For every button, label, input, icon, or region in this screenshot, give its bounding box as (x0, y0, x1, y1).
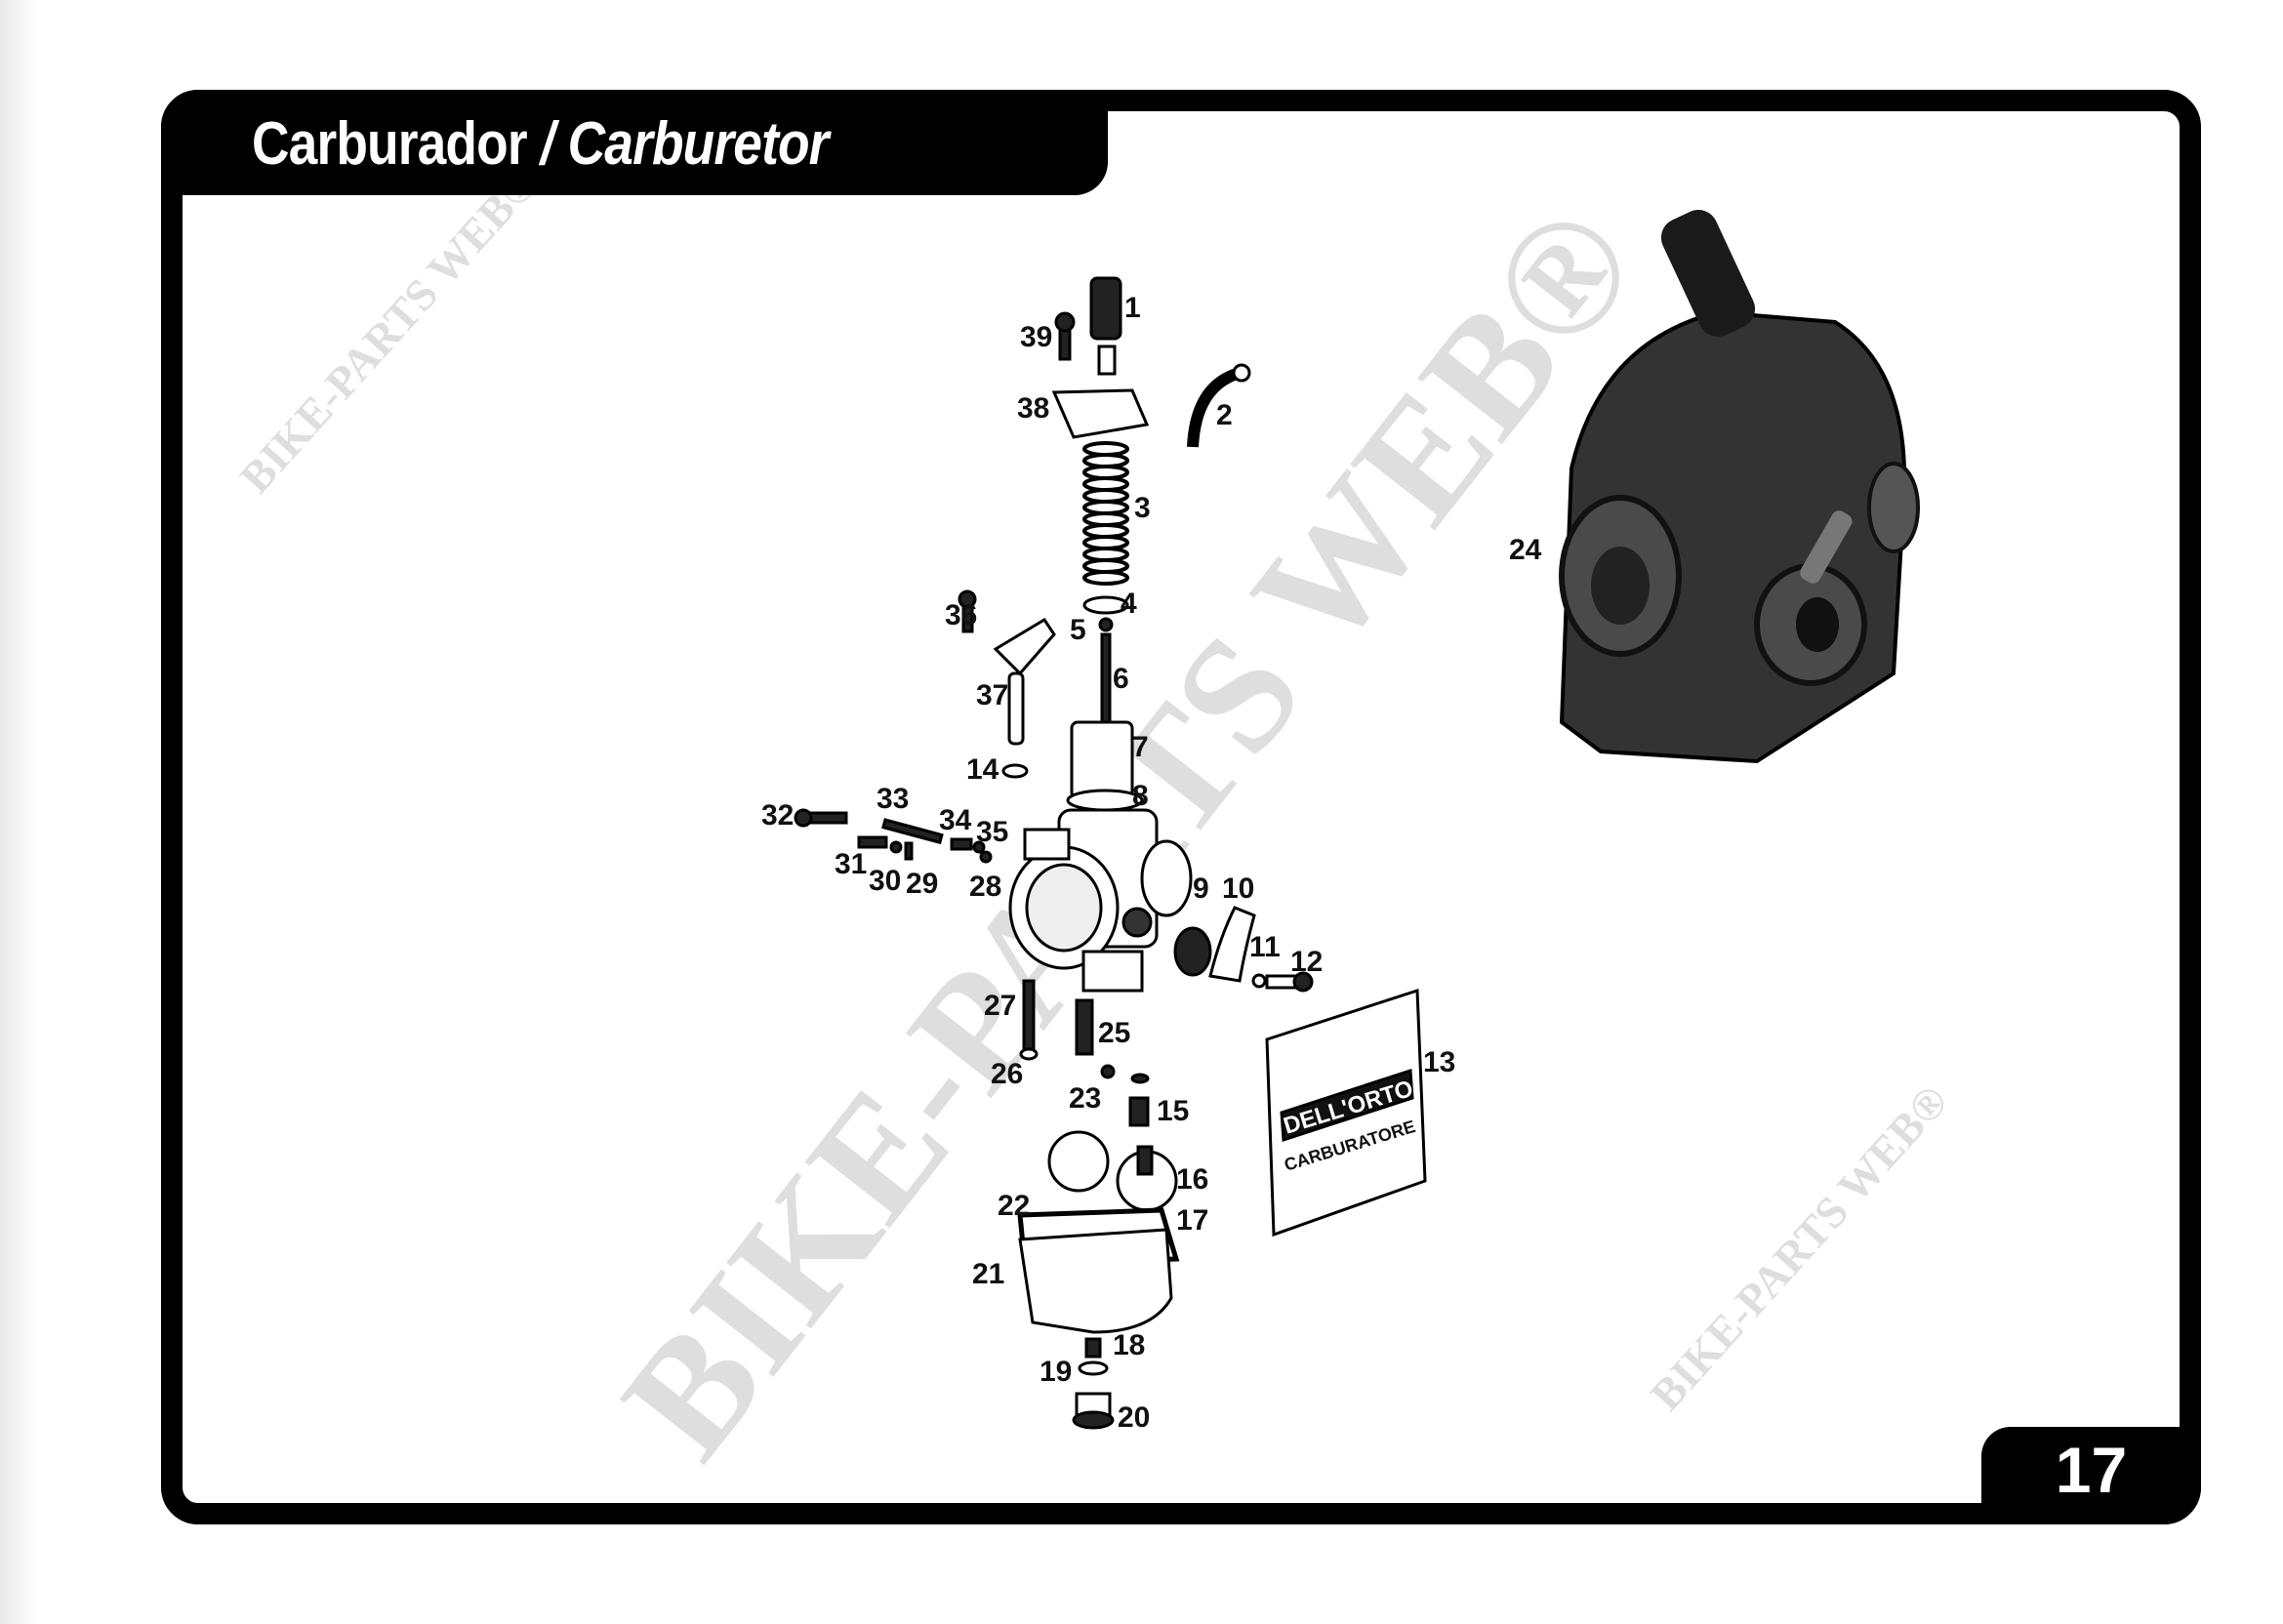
callout-33: 33 (877, 783, 909, 815)
title-en: Carburetor (567, 110, 830, 178)
scan-edge-shadow (0, 0, 39, 1624)
part-15-jet-ring (1130, 1073, 1150, 1084)
part-37-choke-lever (993, 617, 1056, 676)
callout-36: 36 (945, 599, 977, 631)
callout-22: 22 (998, 1190, 1030, 1222)
callout-6: 6 (1113, 663, 1129, 695)
part-11-washer (1251, 973, 1267, 989)
callout-4: 4 (1121, 588, 1137, 620)
callout-10: 10 (1222, 873, 1254, 905)
part-38-cover (1051, 388, 1150, 439)
part-10-fitting (1208, 906, 1256, 983)
callout-14: 14 (966, 753, 999, 786)
callout-16: 16 (1176, 1163, 1208, 1196)
part-23-clip (1100, 1064, 1116, 1079)
callout-38: 38 (1017, 392, 1049, 425)
page-number-tab (1981, 1427, 2201, 1524)
part-4-washer (1082, 595, 1129, 615)
part-5-clip (1098, 617, 1114, 632)
callout-5: 5 (1070, 614, 1086, 646)
callout-2: 2 (1216, 399, 1233, 431)
part-30-ring (889, 840, 903, 854)
callout-19: 19 (1040, 1356, 1072, 1388)
page-number: 17 (2055, 1434, 2128, 1506)
part-14-ring (1001, 763, 1029, 779)
part-39-screw-head (1054, 311, 1076, 333)
part-20-drain-plug-base (1072, 1410, 1115, 1430)
callout-13: 13 (1423, 1046, 1455, 1078)
callout-3: 3 (1134, 492, 1151, 524)
callout-26: 26 (991, 1058, 1023, 1090)
callout-27: 27 (984, 990, 1016, 1022)
callout-28: 28 (969, 871, 1001, 903)
part-16-float-needle (1136, 1145, 1154, 1176)
callout-12: 12 (1290, 946, 1323, 978)
callout-20: 20 (1118, 1401, 1150, 1434)
part-19-washer (1078, 1360, 1109, 1376)
part-36-screw-head (958, 589, 977, 609)
part-34-jet (950, 837, 973, 851)
part-31-spring (857, 835, 888, 849)
title-separator: / (540, 110, 555, 178)
callout-35: 35 (976, 816, 1008, 848)
callout-24: 24 (1509, 534, 1542, 566)
callout-29: 29 (906, 868, 938, 900)
part-28-ring (979, 850, 993, 864)
title-tab (161, 90, 1108, 195)
part-2-tube (1187, 367, 1242, 448)
part-33-jet (881, 818, 944, 845)
part-18-screw (1084, 1337, 1102, 1359)
callout-30: 30 (869, 865, 901, 897)
packet-label-band (1280, 1068, 1414, 1143)
part-12-bolt-head (1292, 971, 1314, 993)
part-25-jet-holder (1075, 998, 1094, 1056)
callout-7: 7 (1132, 731, 1149, 763)
title-es: Carburador (252, 110, 528, 178)
part-1-cap (1089, 276, 1122, 341)
callout-18: 18 (1113, 1329, 1145, 1361)
part-35-ring (972, 840, 986, 854)
callout-21: 21 (972, 1258, 1004, 1290)
callout-11: 11 (1249, 931, 1281, 963)
part-24-assembled-carburetor (1559, 209, 1920, 764)
callout-15: 15 (1157, 1095, 1189, 1127)
part-26-ring (1019, 1047, 1039, 1061)
page-title: Carburador / Carburetor (252, 109, 829, 179)
callout-25: 25 (1098, 1017, 1130, 1049)
callout-32: 32 (761, 799, 794, 832)
callout-1: 1 (1124, 292, 1141, 324)
part-3-spring (1082, 441, 1129, 586)
callout-17: 17 (1176, 1204, 1208, 1237)
part-float-left (1047, 1130, 1110, 1193)
callout-9: 9 (1193, 873, 1209, 905)
callout-23: 23 (1069, 1082, 1101, 1115)
part-21-float-bowl (1018, 1228, 1173, 1334)
callout-31: 31 (835, 848, 867, 880)
callout-34: 34 (939, 804, 972, 836)
part-37-choke-plunger (1007, 671, 1025, 746)
callout-37: 37 (976, 679, 1008, 711)
part-29-pin (904, 841, 914, 861)
part-2-tube-end (1232, 363, 1251, 383)
carburetor-body (1008, 808, 1193, 993)
callout-8: 8 (1132, 780, 1149, 812)
part-32-screw-head (794, 808, 813, 828)
part-9-disc (1173, 926, 1212, 977)
part-adjuster (1097, 345, 1117, 376)
part-15-jet (1128, 1096, 1150, 1127)
callout-39: 39 (1020, 321, 1052, 353)
